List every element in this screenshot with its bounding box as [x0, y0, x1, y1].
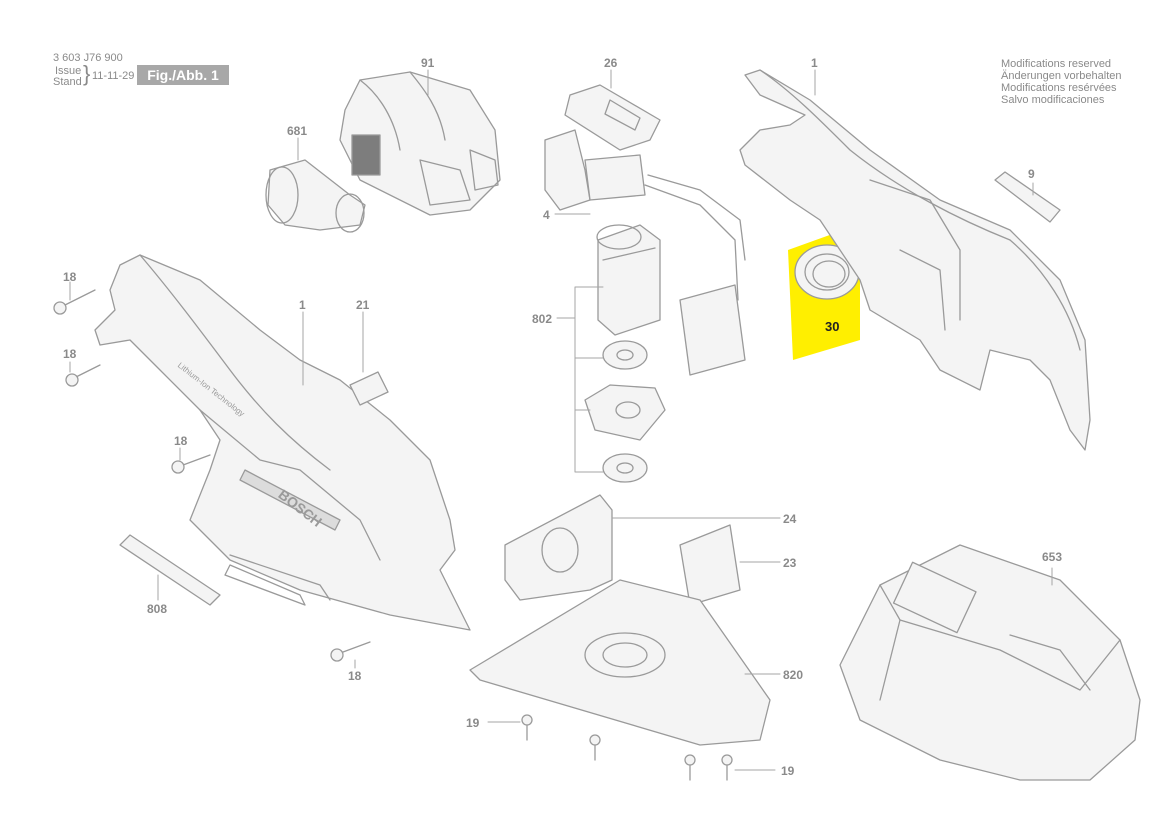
screws-19: [487, 714, 776, 781]
callout-19-right: 19: [781, 764, 795, 778]
part-26-slider: [564, 69, 661, 151]
part-number: 3 603 J76 900: [53, 52, 123, 64]
mod-de: Änderungen vorbehalten: [1001, 70, 1122, 82]
callout-9: 9: [1028, 167, 1035, 181]
callout-18-a: 18: [63, 270, 77, 284]
figure-label: Fig./Abb. 1: [137, 65, 229, 85]
mod-en: Modifications reserved: [1001, 58, 1112, 70]
callout-21: 21: [356, 298, 370, 312]
modifications-notice: Modifications reserved Änderungen vorbeh…: [1001, 58, 1121, 106]
callout-820: 820: [783, 668, 804, 682]
part-24-holder: [504, 494, 781, 601]
mod-es: Salvo modificaciones: [1001, 94, 1105, 106]
part-681-cap: [265, 137, 366, 233]
callout-4: 4: [543, 208, 550, 222]
part-9-label: [994, 171, 1061, 223]
callout-1-mid: 1: [299, 298, 306, 312]
callout-808: 808: [147, 602, 168, 616]
part-21-button: [349, 311, 389, 406]
callout-24: 24: [783, 512, 797, 526]
callout-26: 26: [604, 56, 618, 70]
part-1-housing-top: [739, 69, 1091, 451]
callout-681: 681: [287, 124, 308, 138]
callout-653: 653: [1042, 550, 1063, 564]
screws-18: [53, 281, 371, 669]
issue-label: Issue: [55, 65, 82, 77]
issue-date: 11-11-29: [92, 70, 135, 82]
callout-802: 802: [532, 312, 553, 326]
callout-23: 23: [783, 556, 797, 570]
callout-1-top: 1: [811, 56, 818, 70]
callout-18-d: 18: [348, 669, 362, 683]
part-653-charger: [839, 544, 1141, 781]
mod-fr: Modifications resérvées: [1001, 82, 1117, 94]
part-30-ring: [794, 244, 860, 300]
part-4-switch: [544, 129, 746, 301]
callout-91: 91: [421, 56, 435, 70]
stand-label: Stand: [53, 76, 82, 88]
callout-19-left: 19: [466, 716, 480, 730]
part-1-handle: [94, 254, 471, 631]
callout-18-c: 18: [174, 434, 188, 448]
brace-icon: }: [83, 61, 91, 86]
part-23-holder: [679, 524, 781, 606]
callout-30: 30: [825, 319, 840, 334]
part-820-plate: [469, 579, 781, 746]
callout-18-b: 18: [63, 347, 77, 361]
part-802-motor: [556, 224, 746, 483]
part-808-strip: [119, 534, 221, 606]
part-91-battery: [339, 69, 501, 216]
